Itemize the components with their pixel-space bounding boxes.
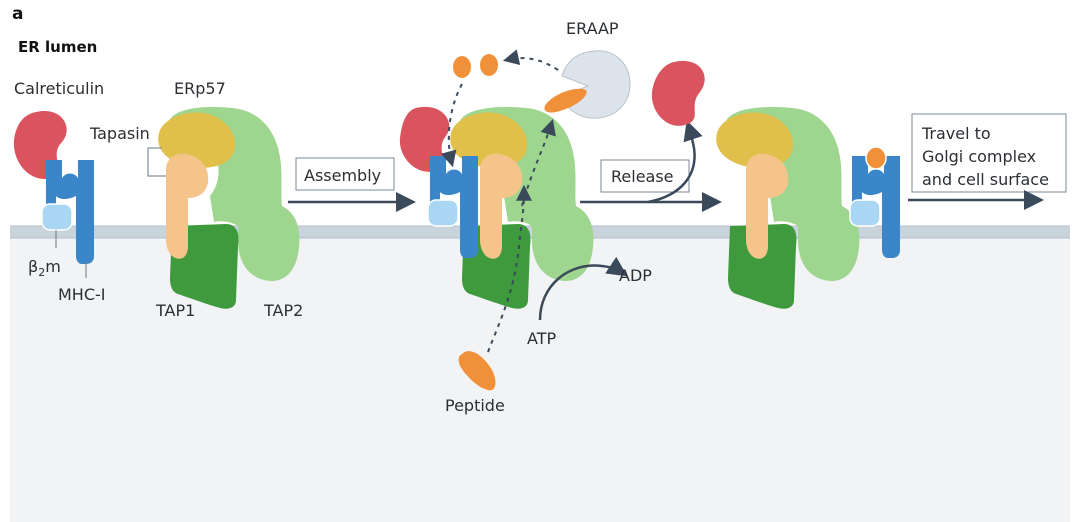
- calreticulin-shape-center: [399, 106, 450, 172]
- travel-line-1: Travel to: [921, 124, 991, 143]
- adp-label: ADP: [619, 266, 652, 285]
- peptide-fragment-1: [453, 56, 471, 78]
- calreticulin-label: Calreticulin: [14, 79, 104, 98]
- travel-line-2: Golgi complex: [922, 147, 1036, 166]
- panel-letter: a: [12, 4, 23, 24]
- peptide-shape: [458, 351, 496, 391]
- peptide-loading-complex-full: [399, 106, 594, 309]
- calreticulin-released: [651, 60, 705, 126]
- tap1-shape-right: [728, 224, 797, 309]
- b2m-shape: [41, 203, 73, 231]
- tapasin-shape-right: [746, 153, 789, 259]
- tapasin-shape: [166, 153, 209, 259]
- travel-box: [911, 113, 1067, 193]
- er-lumen-label: ER lumen: [18, 38, 97, 56]
- loading-path: [440, 83, 463, 168]
- b2m-label: β2m: [28, 257, 61, 279]
- cytosol-region: [10, 236, 1070, 522]
- tap1-label: TAP1: [155, 301, 195, 320]
- erp57-shape: [158, 112, 236, 168]
- tapasin-shape-center: [480, 153, 523, 259]
- atp-label: ATP: [527, 329, 556, 348]
- release-label: Release: [611, 167, 674, 186]
- eraap-shape: [561, 50, 631, 119]
- eraap-label: ERAAP: [566, 19, 619, 38]
- assembly-box: [295, 157, 395, 191]
- b2m-shape-loaded: [849, 199, 881, 227]
- tap2-shape: [168, 107, 300, 281]
- calreticulin-release-arrow: [647, 120, 703, 204]
- tap2-label: TAP2: [263, 301, 303, 320]
- tap1-shape-center: [462, 224, 531, 309]
- peptide-label: Peptide: [445, 396, 505, 415]
- peptide-fragment-2: [480, 54, 498, 76]
- assembly-label: Assembly: [304, 166, 381, 185]
- erp57-shape-right: [716, 112, 794, 168]
- tapasin-label: Tapasin: [89, 124, 150, 143]
- mhc1-heavy-chain-loaded: [852, 156, 900, 258]
- loaded-mhc1-complex: [849, 146, 900, 258]
- fragments-path: [502, 49, 559, 71]
- mhc1-heavy-chain-center: [430, 156, 478, 258]
- release-box: [600, 159, 690, 193]
- mhc1-label: MHC-I: [58, 285, 106, 304]
- peptide-import-path: [487, 184, 532, 353]
- peptide-loading-complex-empty: [158, 107, 300, 309]
- tap2-shape-right: [724, 107, 860, 281]
- atp-adp-arrow: [538, 256, 628, 321]
- b2m-shape-center: [427, 199, 459, 227]
- peptide-in-eraap: [544, 88, 587, 113]
- peptide-loading-complex-after: [716, 107, 860, 309]
- free-mhc1-complex: [13, 110, 94, 264]
- mhc1-heavy-chain: [46, 160, 94, 264]
- erp57-shape-center: [450, 112, 528, 168]
- erp57-label: ERp57: [174, 79, 226, 98]
- peptide-to-eraap-path: [521, 118, 556, 207]
- travel-line-3: and cell surface: [922, 170, 1049, 189]
- bound-peptide: [865, 146, 887, 170]
